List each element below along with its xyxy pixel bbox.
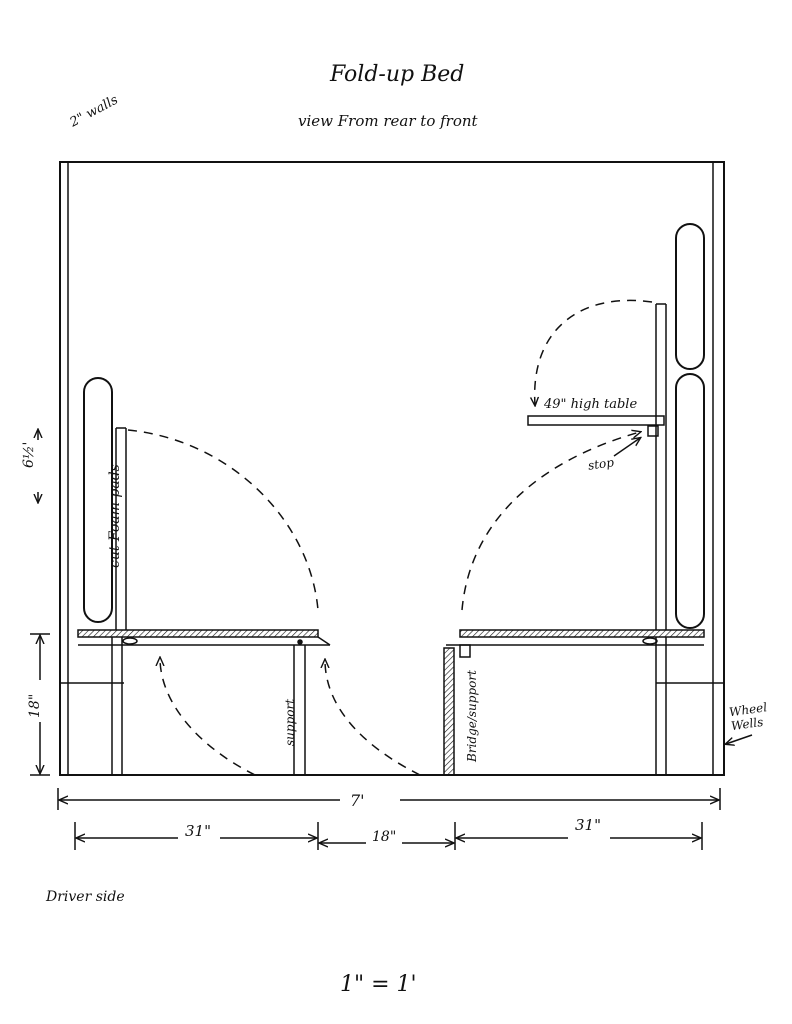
overall-width-label: 7' bbox=[346, 793, 369, 809]
left-foam-pad bbox=[83, 377, 113, 623]
seat-height-label: 18" bbox=[27, 693, 43, 718]
left-fold-up-back bbox=[83, 377, 127, 630]
drawing-title: Fold-up Bed bbox=[330, 62, 465, 87]
seat-height-dimension bbox=[30, 633, 50, 776]
height-label: 6½' bbox=[21, 441, 37, 468]
table-49-high bbox=[527, 415, 665, 426]
bridge-support-label: Bridge/support bbox=[465, 670, 479, 762]
right-bench bbox=[446, 629, 705, 775]
right-fold-up-back bbox=[527, 223, 705, 630]
foam-pads-label: cut Foam pads bbox=[107, 464, 123, 568]
right-bench-width-label: 31" bbox=[572, 818, 604, 833]
fold-arcs bbox=[127, 299, 653, 776]
stop-label: stop bbox=[587, 455, 615, 473]
center-gap-width-label: 18" bbox=[370, 829, 399, 845]
stop-arrow bbox=[613, 438, 640, 457]
overall-width-dimension bbox=[57, 788, 721, 810]
left-bench bbox=[77, 629, 331, 775]
bridge-support bbox=[443, 647, 455, 776]
scale-label: 1" = 1' bbox=[340, 972, 417, 997]
van-outline bbox=[59, 161, 725, 776]
table-label: 49" high table bbox=[544, 397, 638, 412]
right-foam-pad-lower bbox=[675, 373, 705, 629]
right-foam-pad-upper bbox=[675, 223, 705, 370]
table-stop bbox=[647, 425, 659, 437]
drawing-subtitle: view From rear to front bbox=[298, 112, 478, 130]
driver-side-label: Driver side bbox=[46, 889, 125, 905]
wheel-wells-arrow bbox=[726, 734, 753, 744]
sub-dimensions bbox=[74, 822, 703, 850]
support-label: support bbox=[283, 698, 297, 746]
left-bench-width-label: 31" bbox=[182, 824, 214, 839]
